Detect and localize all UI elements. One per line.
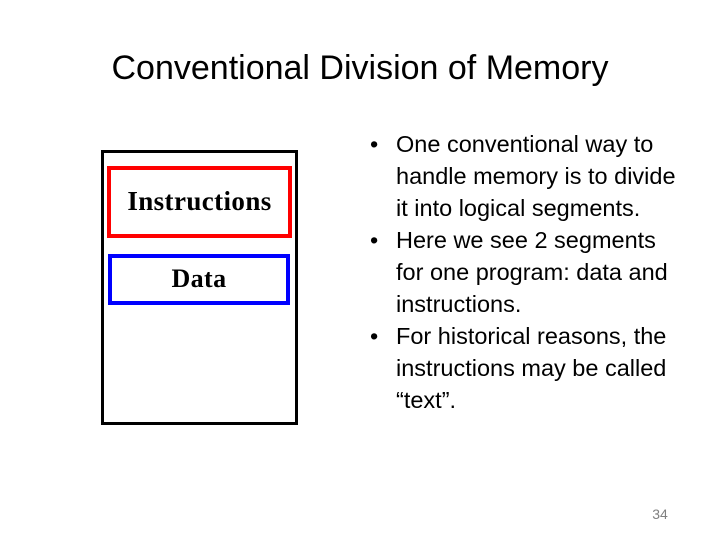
bullet-icon: •: [370, 131, 379, 157]
page-number: 34: [652, 506, 668, 522]
memory-segment-instructions-label: Instructions: [127, 185, 272, 216]
page-title: Conventional Division of Memory: [111, 49, 609, 87]
memory-segment-data: Data: [108, 254, 290, 305]
list-item: • For historical reasons, the instructio…: [364, 320, 684, 416]
bullet-list: • One conventional way to handle memory …: [364, 128, 684, 416]
bullet-icon: •: [370, 323, 379, 349]
memory-segment-instructions: Instructions: [107, 166, 292, 238]
memory-segment-data-label: Data: [171, 263, 227, 293]
list-item-text: Here we see 2 segments for one program: …: [396, 227, 668, 317]
body-text-block: • One conventional way to handle memory …: [364, 128, 684, 416]
memory-diagram: Instructions Data: [101, 150, 298, 425]
bullet-icon: •: [370, 227, 379, 253]
list-item-text: For historical reasons, the instructions…: [396, 323, 667, 413]
list-item-text: One conventional way to handle memory is…: [396, 131, 676, 221]
list-item: • Here we see 2 segments for one program…: [364, 224, 684, 320]
list-item: • One conventional way to handle memory …: [364, 128, 684, 224]
